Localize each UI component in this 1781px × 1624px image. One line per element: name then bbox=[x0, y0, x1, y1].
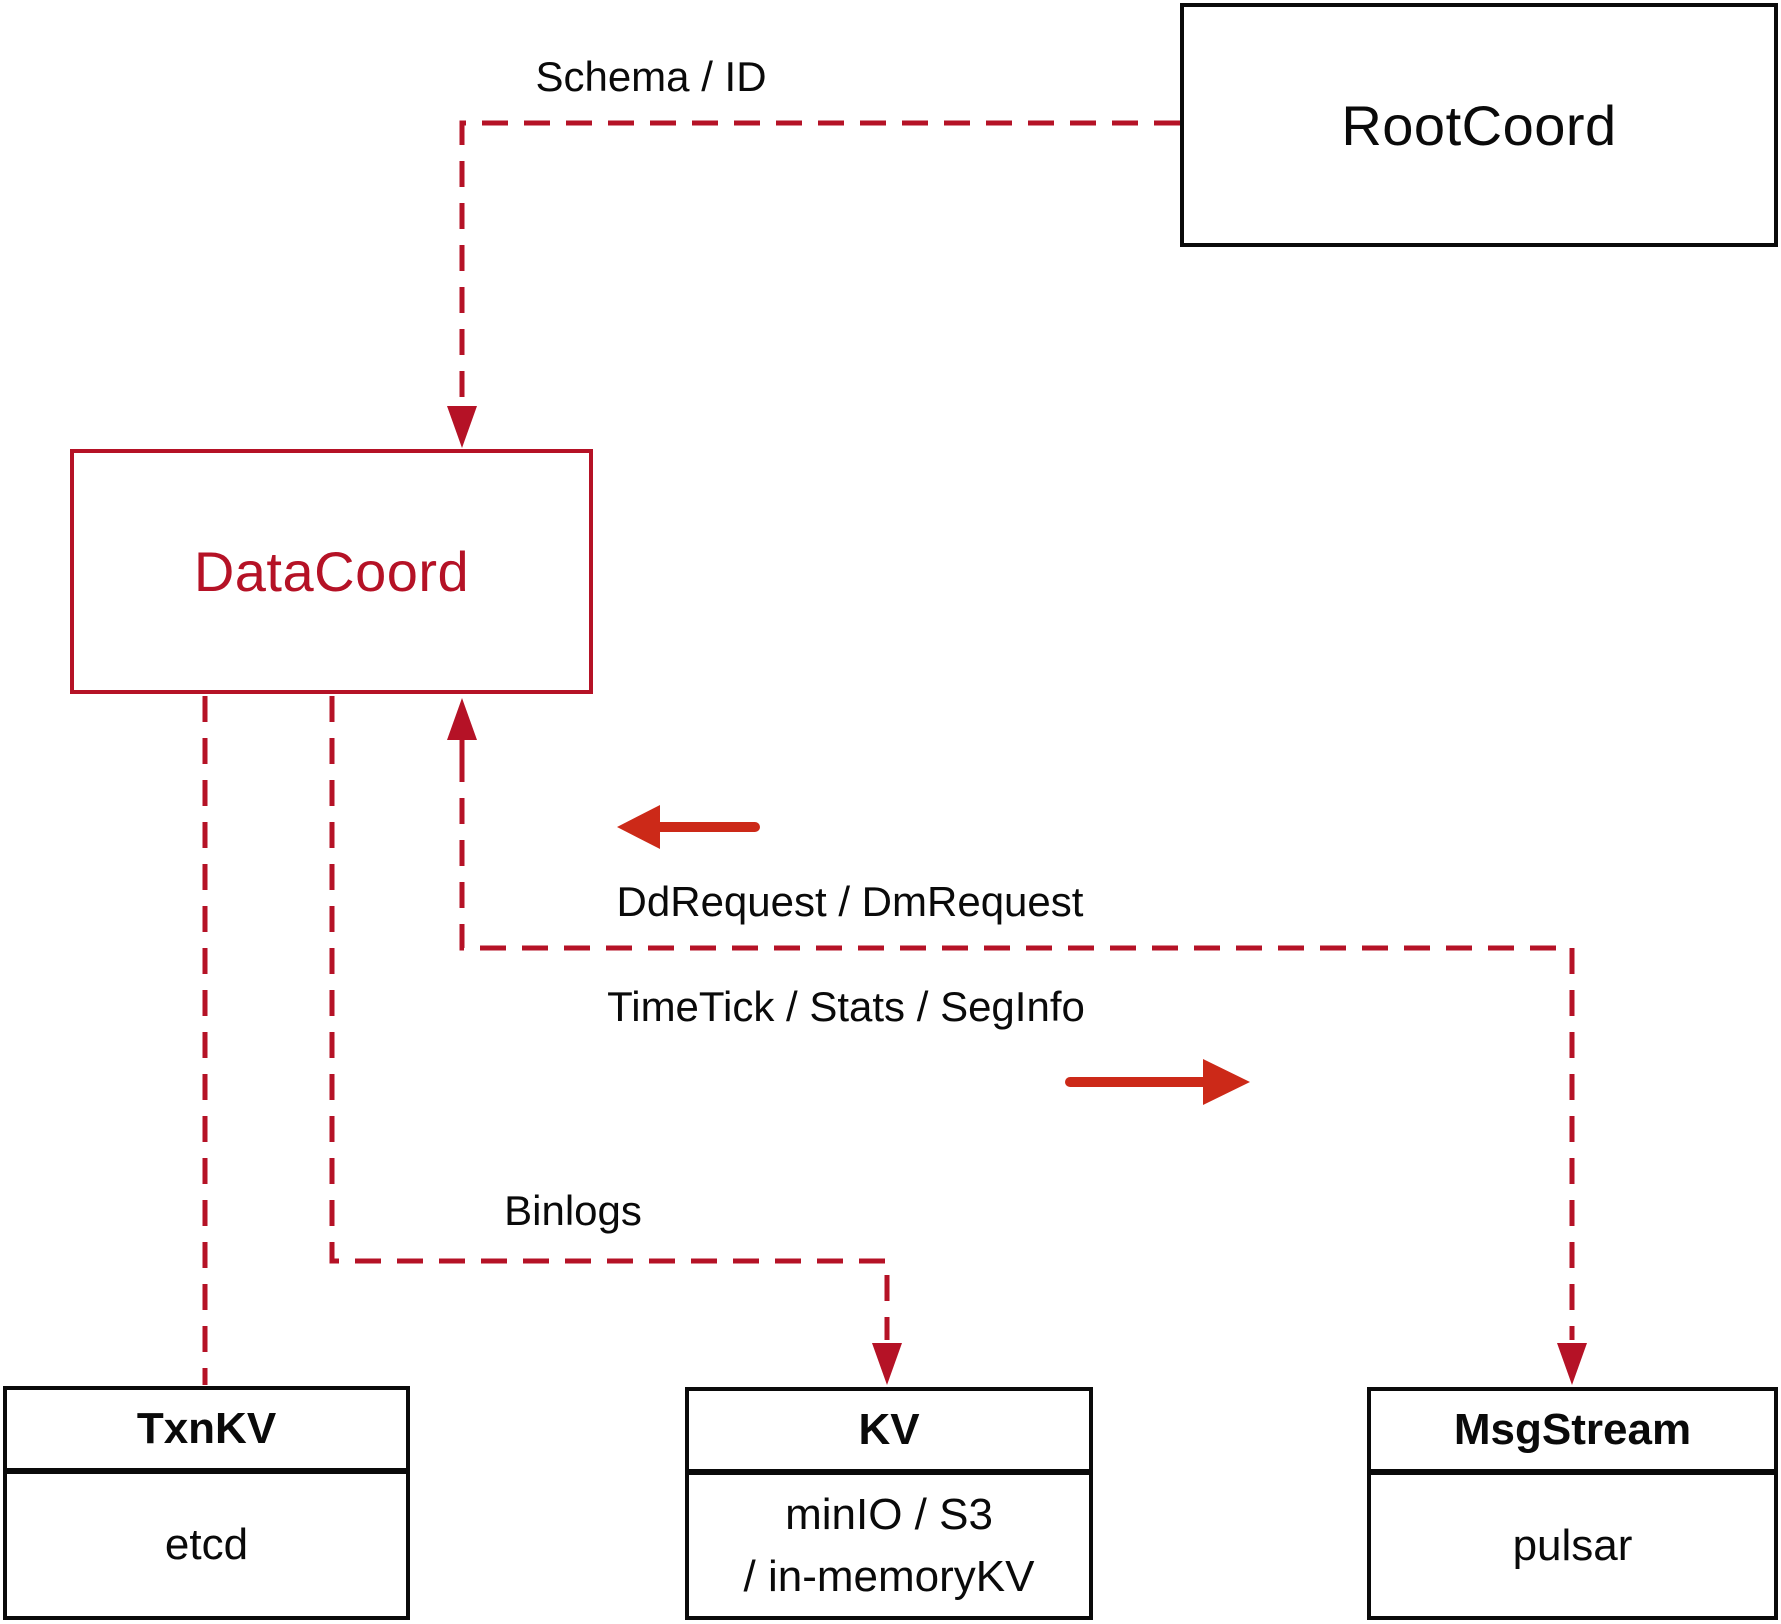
edge-label-schema-id: Schema / ID bbox=[535, 53, 767, 100]
connector-ddrequest-msgstream bbox=[447, 698, 1587, 1385]
arrowhead-down-icon bbox=[872, 1343, 902, 1385]
node-kv: KV minIO / S3 / in-memoryKV bbox=[685, 1387, 1093, 1620]
connector-binlogs bbox=[329, 696, 902, 1385]
txnkv-subtitle: etcd bbox=[164, 1520, 249, 1569]
node-rootcoord: RootCoord bbox=[1180, 3, 1778, 247]
kv-subtitle-line1: minIO / S3 bbox=[785, 1489, 993, 1539]
kv-subtitle-line2: / in-memoryKV bbox=[743, 1551, 1035, 1601]
msgstream-title: MsgStream bbox=[1371, 1391, 1774, 1475]
left-arrow-icon bbox=[617, 805, 760, 849]
msgstream-subtitle: pulsar bbox=[1512, 1520, 1633, 1570]
node-msgstream: MsgStream pulsar bbox=[1367, 1387, 1778, 1620]
datacoord-label: DataCoord bbox=[193, 540, 470, 603]
right-arrow-icon bbox=[1065, 1059, 1250, 1105]
arrowhead-down-icon bbox=[447, 406, 477, 448]
edge-label-timetick-stats-seginfo: TimeTick / Stats / SegInfo bbox=[607, 983, 1085, 1030]
node-txnkv: TxnKV etcd bbox=[3, 1386, 410, 1620]
txnkv-title: TxnKV bbox=[7, 1390, 406, 1474]
rootcoord-label: RootCoord bbox=[1341, 93, 1617, 157]
edge-label-binlogs: Binlogs bbox=[504, 1187, 642, 1234]
kv-title: KV bbox=[689, 1391, 1089, 1475]
connector-schema-id bbox=[447, 120, 1180, 448]
arrowhead-down-icon bbox=[1557, 1343, 1587, 1385]
node-datacoord: DataCoord bbox=[70, 449, 593, 694]
arrowhead-up-icon bbox=[447, 698, 477, 740]
edge-label-ddrequest-dmrequest: DdRequest / DmRequest bbox=[616, 878, 1084, 925]
